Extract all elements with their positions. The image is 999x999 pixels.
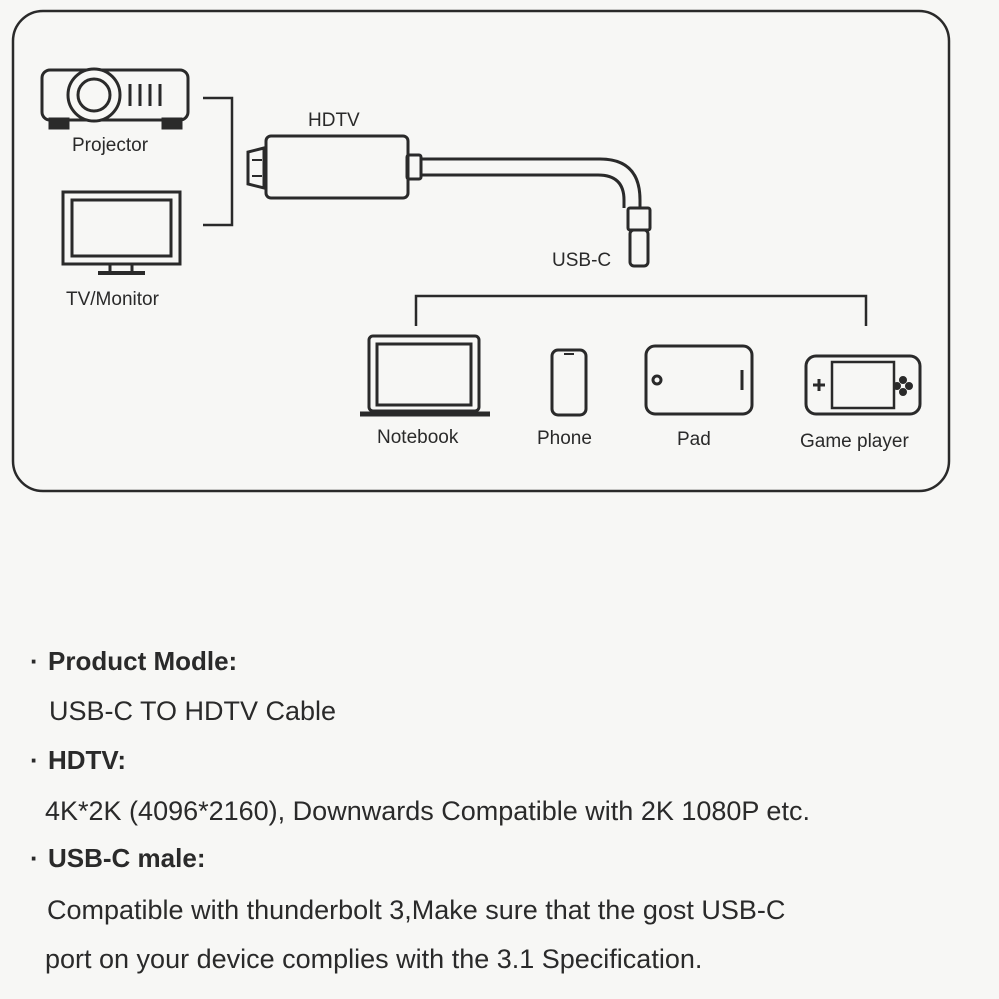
label-tv-monitor: TV/Monitor bbox=[66, 289, 159, 310]
label-phone: Phone bbox=[537, 428, 592, 449]
spec-heading-text: USB-C male: bbox=[48, 843, 206, 873]
monitor-icon bbox=[61, 190, 182, 275]
phone-icon bbox=[550, 348, 588, 417]
usb-c-connector-icon bbox=[626, 206, 652, 268]
diagram-frame bbox=[11, 9, 951, 493]
label-usb-c: USB-C bbox=[552, 250, 612, 271]
bullet-dot: · bbox=[30, 646, 39, 676]
source-bracket bbox=[203, 96, 234, 227]
label-projector: Projector bbox=[72, 135, 149, 156]
projector-icon bbox=[40, 67, 190, 130]
device-bracket bbox=[414, 294, 868, 326]
notebook-icon bbox=[360, 334, 490, 417]
spec-heading-product-model: · Product Modle: bbox=[30, 648, 970, 674]
label-notebook: Notebook bbox=[377, 427, 459, 448]
label-hdtv: HDTV bbox=[308, 110, 360, 131]
spec-value-usb-c-line-1: Compatible with thunderbolt 3,Make sure … bbox=[47, 895, 786, 925]
bullet-dot: · bbox=[30, 745, 39, 775]
spec-value-hdtv: 4K*2K (4096*2160), Downwards Compatible … bbox=[45, 796, 810, 826]
spec-heading-text: HDTV: bbox=[48, 745, 126, 775]
spec-heading-hdtv: · HDTV: bbox=[30, 747, 970, 773]
game-console-icon bbox=[804, 354, 922, 416]
label-game-player: Game player bbox=[800, 431, 909, 452]
cable-icon bbox=[421, 157, 642, 208]
tablet-icon bbox=[644, 344, 754, 416]
spec-heading-text: Product Modle: bbox=[48, 646, 238, 676]
bullet-dot: · bbox=[30, 843, 39, 873]
label-pad: Pad bbox=[677, 429, 711, 450]
spec-heading-usb-c: · USB-C male: bbox=[30, 845, 970, 871]
spec-value-usb-c-line-2: port on your device complies with the 3.… bbox=[45, 944, 703, 974]
hdmi-connector-icon bbox=[246, 134, 423, 200]
spec-value-product-model: USB-C TO HDTV Cable bbox=[49, 696, 337, 726]
